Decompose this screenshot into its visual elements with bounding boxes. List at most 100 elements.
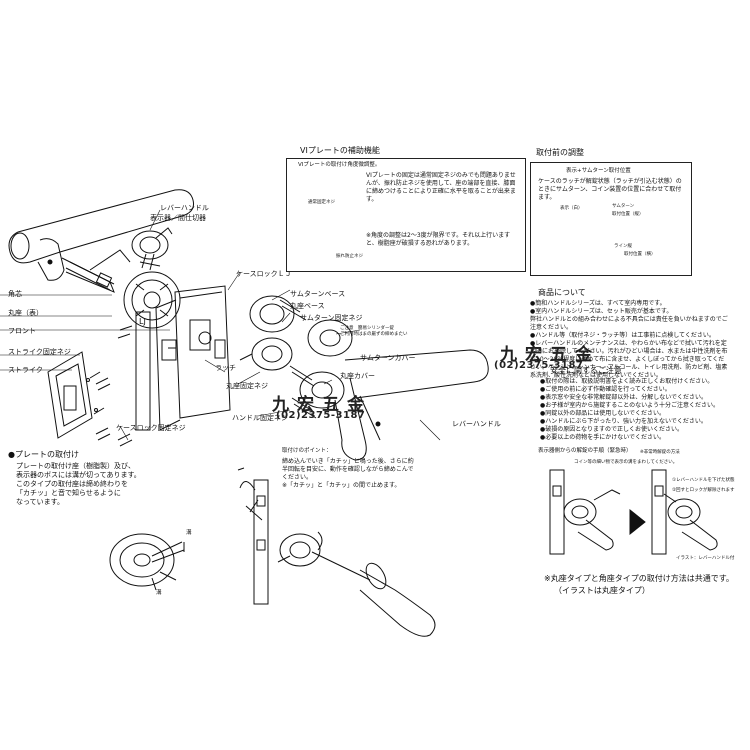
rose-front (117, 271, 181, 339)
lever-handle-left (8, 189, 194, 293)
adjust-label-thumbturn: サムターン (612, 204, 635, 209)
points-line: 半回転を目安に、動作を確認しながら締めこんで (282, 466, 414, 473)
case-lock-body: LJ (135, 285, 231, 431)
label-thumbturn-base: サムターンベース (290, 290, 346, 298)
plate-detail-drawing (109, 533, 185, 591)
label-latch: ラッチ (215, 364, 236, 372)
adjust-box-text: ケースのラッチが解錠状態（ラッチが引込む状態）のときにサムターン、コイン装置の位… (538, 178, 682, 201)
install-point-drawing (237, 467, 436, 637)
label-strike-screw: ストライク固定ネジ (8, 348, 71, 356)
vi-plate-box (286, 158, 526, 272)
safety-line: ●ハンドルにぶら下がったり、強い力を加えないでください。 (540, 418, 707, 425)
label-thumbturn-cover: サムターンカバー (360, 354, 416, 362)
points-body: 締め込んでいき「カチッ」と鳴った後、さらに約 半回転を目安に、動作を確認しながら… (282, 458, 462, 490)
vi-box-note: ※角度の調整は2～3度が限界です。それ以上行いますと、樹脂座が破損する恐れがあり… (366, 232, 511, 247)
handle-screws-right (289, 365, 317, 419)
label-cylinder-note-2: ご利用時はまの厳ずの締めまたい (340, 332, 408, 337)
strike-plate (47, 351, 105, 439)
plate-body-line: プレートの取付け座（樹脂製）及び、 (16, 462, 135, 470)
vi-box-text: VIプレートの固定は通常固定ネジのみでも問題ありませんが、振れ防止ネジを使用して… (366, 172, 516, 203)
product-note-line: ●レバーハンドルのメンテナンスは、やわらかい布などで拭いて汚れを定期的にお掃除し… (530, 340, 728, 379)
vi-label-anti: 振れ防止ネジ (336, 254, 363, 259)
lever-handle-right (334, 349, 489, 461)
label-case-lock: ケースロックＬＪ (236, 270, 292, 278)
label-case-lock-screw: ケースロック固定ネジ (116, 424, 186, 432)
safety-title: 安全に関するご注意 (550, 366, 622, 375)
product-note-line: ●室内ハンドルシリーズは、セット販売が基本です。 (530, 308, 673, 315)
thumbturn-cover (307, 319, 353, 357)
label-front: フロント (8, 327, 36, 335)
emergency-drawing-1 (549, 469, 621, 555)
label-rose-front: 丸座（表） (8, 309, 43, 317)
adjust-box-subtitle: 表示+サムターン取付位置 (566, 168, 631, 174)
watermark-chars-2: 九宏五金 (500, 345, 600, 365)
adjust-label-line: ライン縦 (614, 244, 632, 249)
leader-lines (0, 209, 441, 441)
adjust-label-left: 表示（白） (560, 206, 583, 211)
emergency-credit: イラスト：レバーハンドル付 (676, 556, 735, 561)
label-rose-base: 丸座ベース (290, 302, 325, 310)
points-line: ください。 (282, 474, 313, 481)
label-groove-2: 溝 (156, 590, 162, 596)
rose-cover (299, 371, 345, 409)
product-notes-title: 商品について (538, 288, 586, 297)
label-cylinder-note-1: ご注意 簡易シリンダー錠 (340, 326, 394, 331)
safety-list: ●取付の際は、取扱説明書をよく読み正しくお取付けください。 ●ご使用の前に必ず作… (540, 378, 736, 442)
plate-body-line: 表示器のボスには溝が切ってあります。 (16, 471, 141, 479)
adjust-box (530, 162, 692, 276)
footer-note-2: （イラストは丸座タイプ） (554, 586, 650, 595)
adjust-box-title: 取付前の調整 (536, 148, 584, 157)
emergency-step-1: ①レバーハンドルを下げた状態 (672, 478, 735, 483)
safety-line: ●表示窓や安全な非常解錠部以外は、分解しないでください。 (540, 394, 708, 401)
safety-line: ●取付の際は、取扱説明書をよく読み正しくお取付けください。 (540, 378, 714, 385)
case-lock-screws (117, 433, 133, 447)
plate-body-line: このタイプの取付座は締め終わりを (16, 480, 128, 488)
safety-line: ●お子様が室内から施錠することのないよう十分ご注意ください。 (540, 402, 720, 409)
plate-section-body: プレートの取付け座（樹脂製）及び、 表示器のボスには溝が切ってあります。 このタ… (16, 462, 176, 507)
emergency-caption: コイン等の細い物で表示の溝をまわしてください。 (574, 460, 678, 465)
product-note-line: 弊社ハンドルとの組み合わせによる不具合には責任を負いかねますのでご注意ください。 (530, 316, 728, 331)
emergency-title: 表示器側からの解錠の手順（緊急時） (538, 448, 632, 454)
strike-screws (95, 377, 111, 441)
thumbturn-base (249, 295, 307, 333)
points-title: 取付けのポイント： (282, 448, 332, 454)
plate-body-line: なっています。 (16, 498, 64, 506)
product-notes-list: ●簡和ハンドルシリーズは、すべて室内専用です。 ●室内ハンドルシリーズは、セット… (530, 300, 730, 380)
vi-box-subtitle: VIプレートの取付け角度微調整。 (298, 162, 381, 168)
emergency-step-2: ②回すとロックが解除されます (672, 488, 735, 493)
watermark-phone-2: (02)2375-3187 (494, 360, 584, 371)
adjust-label-pos: 取付位置（縦） (612, 212, 644, 217)
emergency-note: ※非常時解錠の方法 (640, 450, 680, 455)
label-lever-handle-right: レバーハンドル (452, 420, 501, 428)
label-lever-handle: レバーハンドル (160, 204, 209, 212)
product-note-line: ●簡和ハンドルシリーズは、すべて室内専用です。 (530, 300, 666, 307)
vi-box-title: VIプレートの補助機能 (300, 146, 380, 155)
label-strike: ストライク (8, 366, 43, 374)
vi-label-screw: 通常固定ネジ (308, 200, 335, 205)
footer-note-1: ※丸座タイプと角座タイプの取付け方法は共通です。 (544, 574, 734, 583)
emergency-drawing-2 (651, 469, 718, 555)
plate-body-line: 「カチッ」と音で知らせるように (16, 489, 121, 497)
points-line: 締め込んでいき「カチッ」と鳴った後、さらに約 (282, 458, 414, 465)
arrow-icon (629, 508, 646, 536)
label-handle-screw: ハンドル固定ネジ (232, 414, 288, 422)
rose-base-right (239, 337, 293, 371)
indicator-thumb-assembly (131, 227, 173, 271)
label-thumbturn-screw: サムターン固定ネジ (300, 314, 363, 322)
watermark-chars: 九宏五金 (272, 395, 372, 415)
label-spindle: 角芯 (8, 290, 22, 298)
points-line: ※「カチッ」と「カチッ」の間で止めます。 (282, 482, 401, 489)
watermark-phone: (02)2375-3187 (276, 410, 366, 421)
label-rose-cover: 丸座カバー (340, 372, 375, 380)
product-note-line: ●ハンドル等（取付ネジ・ラッチ等）は工事前に点検してください。 (530, 332, 715, 339)
label-groove-1: 溝 (186, 530, 192, 536)
svg-text:LJ: LJ (139, 317, 146, 326)
safety-line: ●同錠以外の部品には使用しないでください。 (540, 410, 666, 417)
label-indicator: 表示器／間仕切器 (150, 214, 206, 222)
label-rose-screw: 丸座固定ネジ (226, 382, 268, 390)
spindle (65, 261, 115, 291)
adjust-label-pos2: 取付位置（横） (624, 252, 656, 257)
safety-line: ●必要以上の荷物を手にかけないでください。 (540, 434, 666, 441)
safety-line: ●破損の原因となりますので正しくお使いください。 (540, 426, 684, 433)
